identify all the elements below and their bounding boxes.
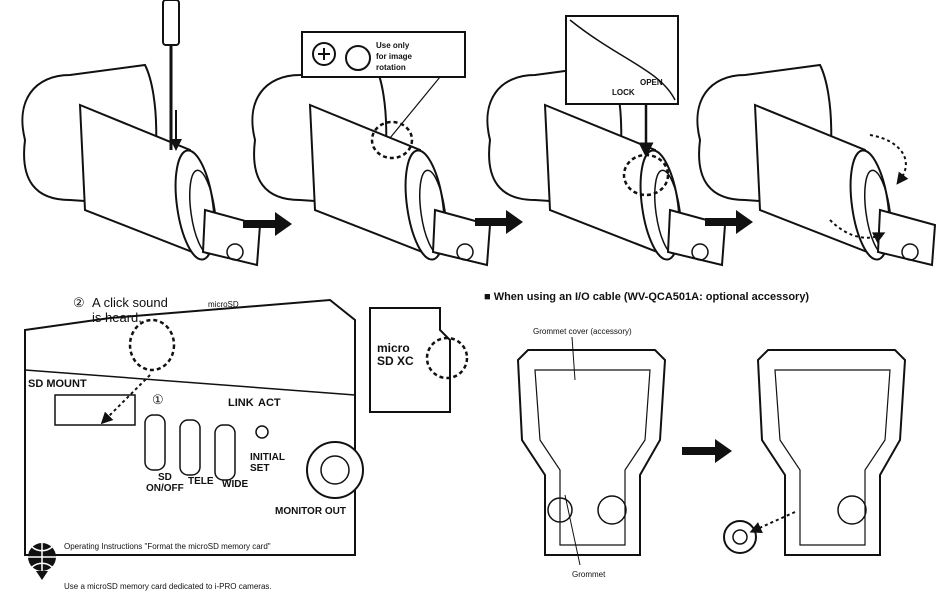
image-rotation-label: Use only for image rotation [376,41,413,72]
open-label: OPEN [640,78,663,87]
arrow-right-4 [682,439,732,463]
circled-one-label: ① [152,392,164,407]
initial-set-label: INITIAL SET [250,452,285,474]
sd-mount-label: SD MOUNT [28,378,87,390]
camera-step-2 [251,64,491,266]
act-label: ACT [258,397,281,409]
link-label: LINK [228,397,254,409]
io-cable-heading: ■ When using an I/O cable (WV-QCA501A: o… [484,291,810,303]
screwdriver [162,0,182,151]
click-sound-label: A click sound is heard. [92,295,168,325]
globe-icon [28,543,56,580]
camera-step-1 [21,64,262,266]
sd-onoff-label: SD ON/OFF [146,472,184,494]
lock-label: LOCK [612,88,635,97]
use-card-note: Use a microSD memory card dedicated to i… [64,582,272,591]
microsd-card [369,307,469,413]
arrow-right-1 [243,212,292,236]
microsd-card-logo: micro SD XC [377,341,414,368]
grommet-cover-before [516,336,667,566]
step-two-marker: ② [73,295,85,310]
monitor-out-label: MONITOR OUT [275,506,346,517]
grommet-cover-after [723,349,907,556]
grommet-label: Grommet [572,570,606,579]
arrow-right-2 [475,210,523,234]
rotation-arrows [829,134,909,244]
sd-board-illustration [24,298,364,556]
wide-label: WIDE [222,479,249,490]
grommet-cover-label: Grommet cover (accessory) [533,327,632,336]
operating-instructions-note: Operating Instructions "Format the micro… [64,542,271,551]
lock-open-callout [565,15,679,197]
tele-label: TELE [188,476,214,487]
image-rotation-callout [301,31,466,160]
microsd-label: microSD [208,300,239,309]
arrow-right-3 [705,210,753,234]
camera-step-4 [696,64,936,266]
